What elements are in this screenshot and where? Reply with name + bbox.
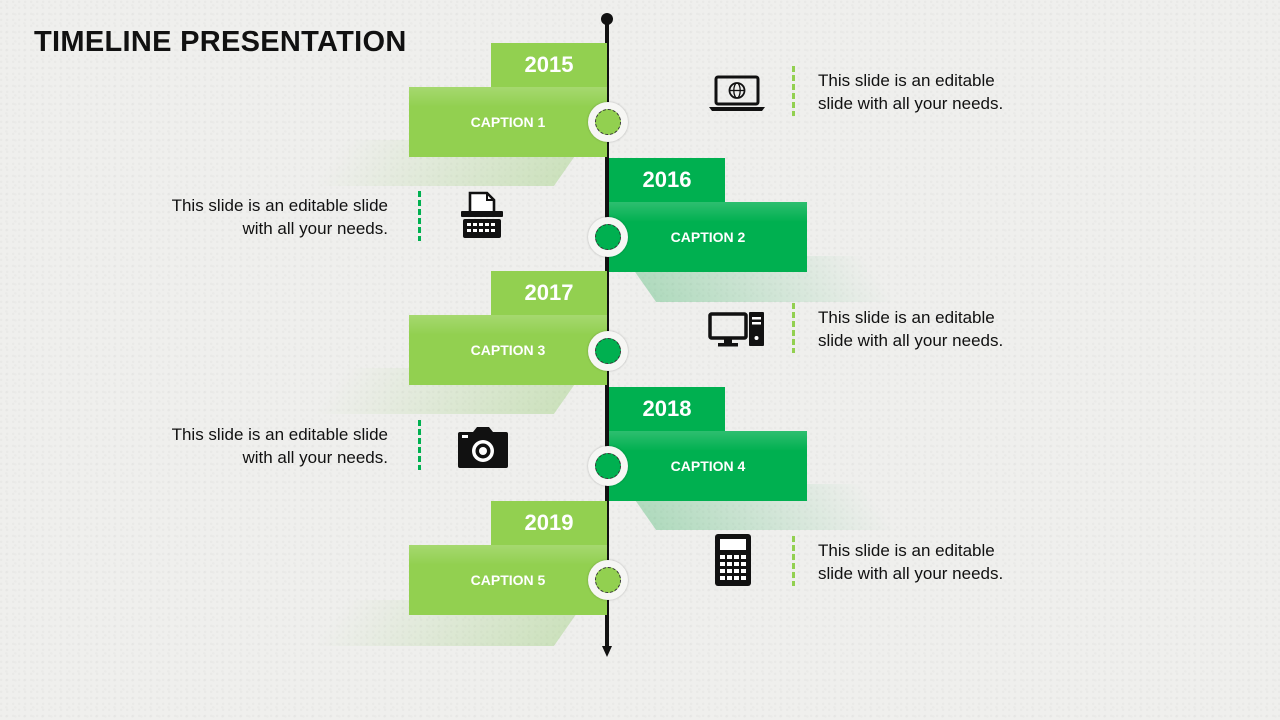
milestone-4-caption[interactable]: CAPTION 4 [609,431,807,501]
milestone-5-description: This slide is an editable slide with all… [818,541,1004,583]
milestone-1-year: 2015 [491,43,607,87]
milestone-1-caption[interactable]: CAPTION 1 [409,87,607,157]
milestone-5-divider [792,536,795,586]
milestone-1-caption-label: CAPTION 1 [470,114,546,130]
timeline-end-arrow [602,646,612,657]
milestone-2-caption[interactable]: CAPTION 2 [609,202,807,272]
laptop-icon [708,75,766,118]
milestone-5-node[interactable] [588,560,628,600]
milestone-3-year: 2017 [491,271,607,315]
milestone-3-description: This slide is an editable slide with all… [818,308,1004,350]
milestone-1-description: This slide is an editable slide with all… [818,71,1004,113]
milestone-2-divider [418,191,421,241]
milestone-2-node[interactable] [588,217,628,257]
milestone-2-description: This slide is an editable slide with all… [171,196,388,238]
milestone-4-node[interactable] [588,446,628,486]
milestone-5-caption-label: CAPTION 5 [470,572,546,588]
milestone-4-divider [418,420,421,470]
timeline-start-dot [601,13,613,25]
milestone-4-description: This slide is an editable slide with all… [171,425,388,467]
camera-icon [457,426,509,475]
milestone-2-year: 2016 [609,158,725,202]
milestone-3-divider [792,303,795,353]
milestone-5-year: 2019 [491,501,607,545]
typewriter-icon [459,191,505,246]
milestone-3-caption[interactable]: CAPTION 3 [409,315,607,385]
milestone-2-caption-label: CAPTION 2 [670,229,746,245]
milestone-3-node[interactable] [588,331,628,371]
milestone-1-node[interactable] [588,102,628,142]
milestone-4-year: 2018 [609,387,725,431]
milestone-4-caption-label: CAPTION 4 [670,458,746,474]
milestone-1-divider [792,66,795,116]
page-title: TIMELINE PRESENTATION [34,26,407,58]
milestone-5-caption[interactable]: CAPTION 5 [409,545,607,615]
desktop-computer-icon [708,311,766,354]
calculator-icon [713,533,753,592]
milestone-3-caption-label: CAPTION 3 [470,342,546,358]
